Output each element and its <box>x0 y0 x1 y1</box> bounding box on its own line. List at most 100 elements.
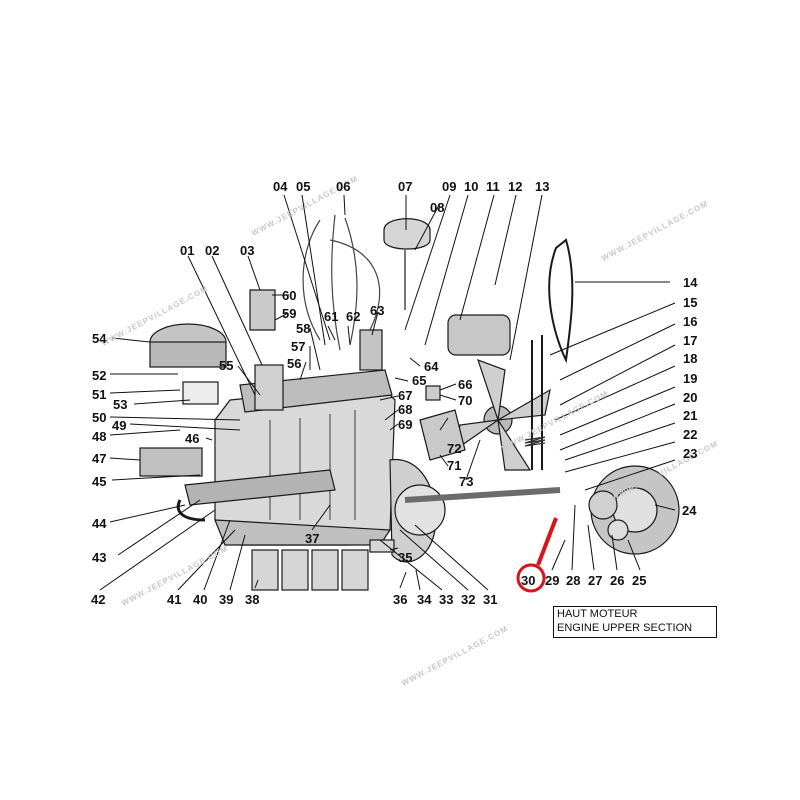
part-label-41: 41 <box>167 592 182 607</box>
oil-filter <box>383 218 431 250</box>
part-label-65: 65 <box>412 373 427 388</box>
part-label-02: 02 <box>205 243 220 258</box>
exhaust-pipe <box>176 499 206 522</box>
caption-line-1: HAUT MOTEUR <box>557 608 638 620</box>
part-label-11: 11 <box>486 179 500 194</box>
part-label-58: 58 <box>296 321 311 336</box>
part-label-66: 66 <box>458 377 473 392</box>
part-label-50: 50 <box>92 410 107 425</box>
part-label-22: 22 <box>683 427 698 442</box>
part-label-62: 62 <box>346 309 361 324</box>
part-label-13: 13 <box>535 179 550 194</box>
part-label-61: 61 <box>324 309 339 324</box>
part-label-68: 68 <box>398 402 413 417</box>
part-label-49: 49 <box>112 418 127 433</box>
fan-belt <box>548 238 574 364</box>
part-label-54: 54 <box>92 331 107 346</box>
carburetor-top <box>249 289 276 331</box>
air-cleaner-body <box>149 341 227 368</box>
block-side-ribs <box>269 410 356 520</box>
manifold-gasket <box>182 381 219 405</box>
part-label-18: 18 <box>683 351 698 366</box>
part-label-72: 72 <box>447 441 462 456</box>
part-label-63: 63 <box>370 303 385 318</box>
part-label-53: 53 <box>113 397 128 412</box>
part-label-40: 40 <box>193 592 208 607</box>
part-label-45: 45 <box>92 474 107 489</box>
part-label-71: 71 <box>447 458 462 473</box>
part-label-43: 43 <box>92 550 107 565</box>
part-label-35: 35 <box>398 550 413 565</box>
part-label-70: 70 <box>458 393 473 408</box>
part-label-12: 12 <box>508 179 523 194</box>
starter-motor <box>139 447 203 477</box>
part-label-38: 38 <box>245 592 260 607</box>
valve-springs <box>524 436 546 447</box>
pistons <box>251 539 395 591</box>
generator <box>447 314 511 356</box>
part-label-04: 04 <box>273 179 288 194</box>
part-label-44: 44 <box>92 516 107 531</box>
part-label-30: 30 <box>521 573 536 588</box>
part-label-03: 03 <box>240 243 255 258</box>
carburetor <box>254 364 284 411</box>
part-label-55: 55 <box>219 358 234 373</box>
flywheel-disc <box>394 484 446 536</box>
timing-gear <box>588 490 618 520</box>
part-label-47: 47 <box>92 451 107 466</box>
part-label-07: 07 <box>398 179 413 194</box>
caption-box: HAUT MOTEUR ENGINE UPPER SECTION <box>553 606 717 638</box>
part-label-29: 29 <box>545 573 560 588</box>
manifold <box>184 469 336 506</box>
part-label-27: 27 <box>588 573 603 588</box>
part-label-56: 56 <box>287 356 302 371</box>
part-label-26: 26 <box>610 573 625 588</box>
part-label-15: 15 <box>683 295 698 310</box>
part-label-21: 21 <box>683 408 698 423</box>
part-label-25: 25 <box>632 573 647 588</box>
part-label-39: 39 <box>219 592 234 607</box>
highlight-marker <box>516 517 558 593</box>
valves <box>531 335 543 470</box>
part-label-46: 46 <box>185 431 200 446</box>
ignition-wires <box>302 214 381 351</box>
part-label-16: 16 <box>683 314 698 329</box>
part-label-73: 73 <box>459 474 474 489</box>
part-label-23: 23 <box>683 446 698 461</box>
spacer-ring <box>607 519 629 541</box>
leader-lines <box>99 194 676 591</box>
part-label-28: 28 <box>566 573 581 588</box>
part-label-36: 36 <box>393 592 408 607</box>
part-label-37: 37 <box>305 531 320 546</box>
part-label-69: 69 <box>398 417 413 432</box>
distributor <box>359 329 383 371</box>
part-label-48: 48 <box>92 429 107 444</box>
part-label-59: 59 <box>282 306 297 321</box>
part-label-14: 14 <box>683 275 698 290</box>
part-label-67: 67 <box>398 388 413 403</box>
part-label-19: 19 <box>683 371 698 386</box>
part-label-51: 51 <box>92 387 107 402</box>
caption-line-2: ENGINE UPPER SECTION <box>557 622 693 634</box>
part-label-06: 06 <box>336 179 351 194</box>
part-label-05: 05 <box>296 179 311 194</box>
part-label-10: 10 <box>464 179 479 194</box>
part-label-32: 32 <box>461 592 476 607</box>
thermostat-housing <box>425 385 441 401</box>
part-label-42: 42 <box>91 592 106 607</box>
part-label-33: 33 <box>439 592 454 607</box>
part-label-57: 57 <box>291 339 306 354</box>
part-label-60: 60 <box>282 288 297 303</box>
part-label-64: 64 <box>424 359 439 374</box>
part-label-31: 31 <box>483 592 498 607</box>
part-label-24: 24 <box>682 503 697 518</box>
part-label-09: 09 <box>442 179 457 194</box>
part-label-34: 34 <box>417 592 432 607</box>
part-label-17: 17 <box>683 333 698 348</box>
water-pump <box>419 409 466 461</box>
part-label-52: 52 <box>92 368 107 383</box>
part-label-20: 20 <box>683 390 698 405</box>
part-label-08: 08 <box>430 200 445 215</box>
